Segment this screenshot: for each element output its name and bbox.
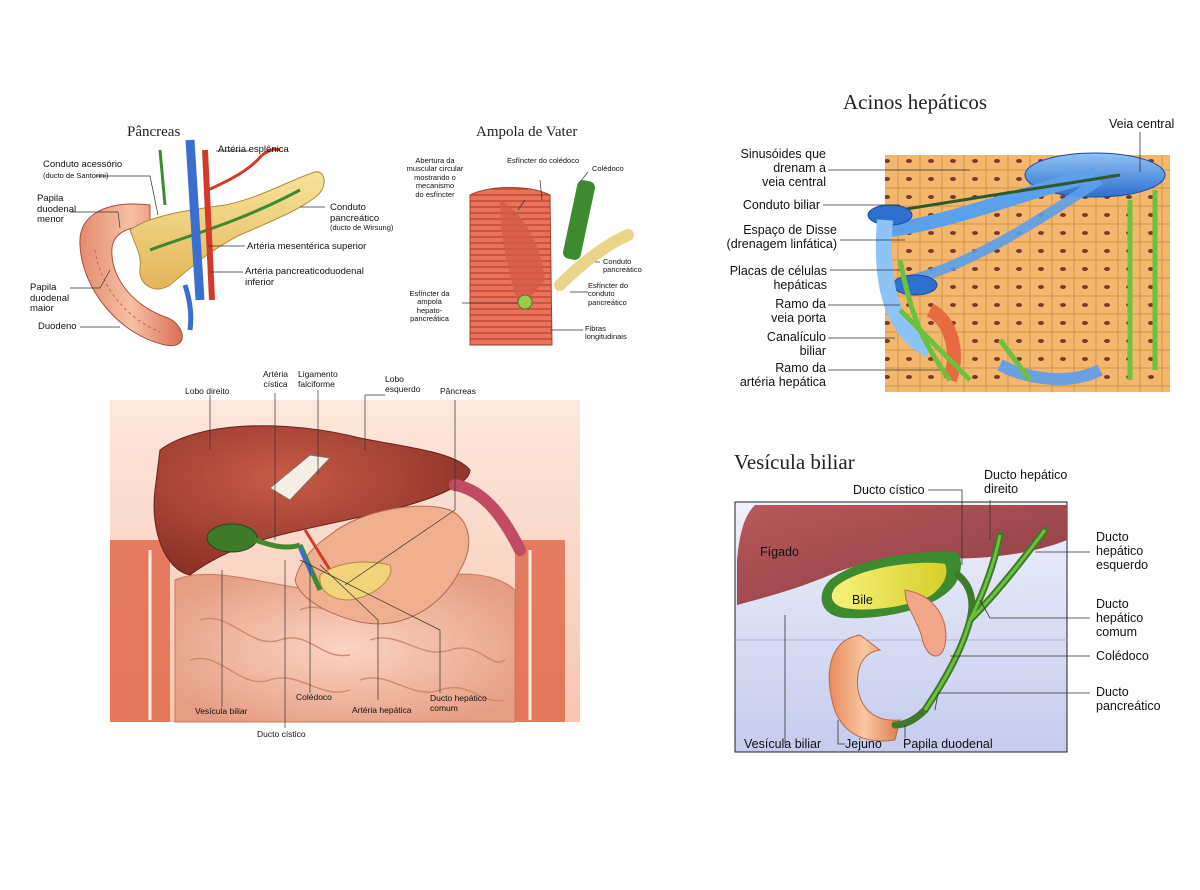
vesicula-illustration [734,489,1090,753]
label-bile: Bile [852,593,873,607]
label-veia-central: Veia central [1109,117,1175,131]
label-conduto-pancreatico-ampola: Conduto pancreático [603,257,642,275]
label-ducto-cistico-abd: Ducto cístico [257,729,306,739]
label-conduto-biliar: Conduto biliar [742,198,820,212]
label-coledoco: Colédoco [592,164,624,173]
label-fibras: Fibras longitudinais [585,324,627,342]
label-abertura: Abertura da muscular circular mostrando … [406,156,464,199]
label-espaco-disse: Espaço de Disse (drenagem linfática) [726,223,837,251]
label-conduto-acessorio-sub: (ducto de Santorini) [43,171,109,180]
acinos-title: Acinos hepáticos [843,90,988,114]
label-sinusoides: Sinusóides que drenam a veia central [740,147,826,189]
label-figado: Fígado [760,545,799,559]
label-ducto-hepatico-comum-abd: Ducto hepático comum [430,693,487,713]
label-arteria-hepatica-abd: Artéria hepática [352,705,412,715]
ampola-illustration [462,171,634,346]
label-ramo-veia-porta: Ramo da veia porta [771,297,826,325]
label-papila-menor: Papila duodenal menor [37,193,77,226]
label-arteria-esplenica: Artéria esplênica [218,144,289,155]
label-coledoco-abd: Colédoco [296,692,332,702]
label-coledoco-ves: Colédoco [1096,649,1149,663]
acinos-panel: Acinos hepáticos Veia central Sinusóides… [700,80,1200,400]
ampola-panel: Ampola de Vater Abertura da muscular cir… [400,0,660,360]
label-papila-duodenal: Papila duodenal [903,737,993,751]
label-esfincter-ampola: Esfíncter da ampola hepato- pancreática [409,289,450,324]
label-arteria-pancreaticoduodenal: Artéria pancreaticoduodenal inferior [245,266,364,288]
pancreas-title: Pâncreas [127,124,181,140]
label-lobo-esquerdo: Lobo esquerdo [385,374,421,394]
label-ducto-hepatico-comum-ves: Ducto hepático comum [1096,597,1144,639]
label-conduto-pancreatico-sub: (ducto de Wirsung) [330,223,394,232]
label-ligamento: Ligamento falciforme [298,369,338,389]
label-vesicula-abd: Vesícula biliar [195,706,248,716]
pancreas-panel: Pâncreas Artéria esplênica Conduto acess… [0,0,400,360]
label-pancreas-abd: Pâncreas [440,386,476,396]
label-jejuno: Jejuno [845,737,882,751]
label-lobo-direito: Lobo direito [185,386,230,396]
label-canaliculo: Canalículo biliar [766,330,826,358]
label-ducto-hepatico-direito: Ducto hepático direito [984,468,1068,496]
acinos-illustration [823,132,1170,392]
label-esfincter-coledoco: Esfíncter do colédoco [507,156,580,165]
vesicula-panel: Vesícula biliar Ducto cístico Ducto hepá… [700,440,1200,770]
pancreas-illustration [70,139,325,347]
label-placas: Placas de células hepáticas [729,264,827,292]
label-ducto-pancreatico-ves: Ducto pancreático [1096,685,1161,713]
label-conduto-acessorio: Conduto acessório [43,159,123,170]
abdomen-illustration [110,390,580,728]
label-arteria-mesenterica: Artéria mesentérica superior [247,241,367,252]
label-ramo-arteria: Ramo da artéria hepática [739,361,826,389]
abdomen-panel: Lobo direito Artéria cística Ligamento f… [0,360,600,760]
label-duodeno: Duodeno [38,321,77,332]
ampola-title: Ampola de Vater [476,124,578,140]
vesicula-title: Vesícula biliar [734,450,855,474]
label-vesicula-biliar-ves: Vesícula biliar [744,737,822,751]
label-ducto-hepatico-esquerdo: Ducto hepático esquerdo [1096,530,1149,572]
label-arteria-cistica: Artéria cística [262,369,289,389]
label-ducto-cistico-ves: Ducto cístico [853,483,925,497]
label-papila-maior: Papila duodenal maior [30,282,70,315]
label-conduto-pancreatico: Conduto pancreático [330,202,380,224]
label-esfincter-conduto: Esfíncter do conduto pancreático [588,281,629,307]
